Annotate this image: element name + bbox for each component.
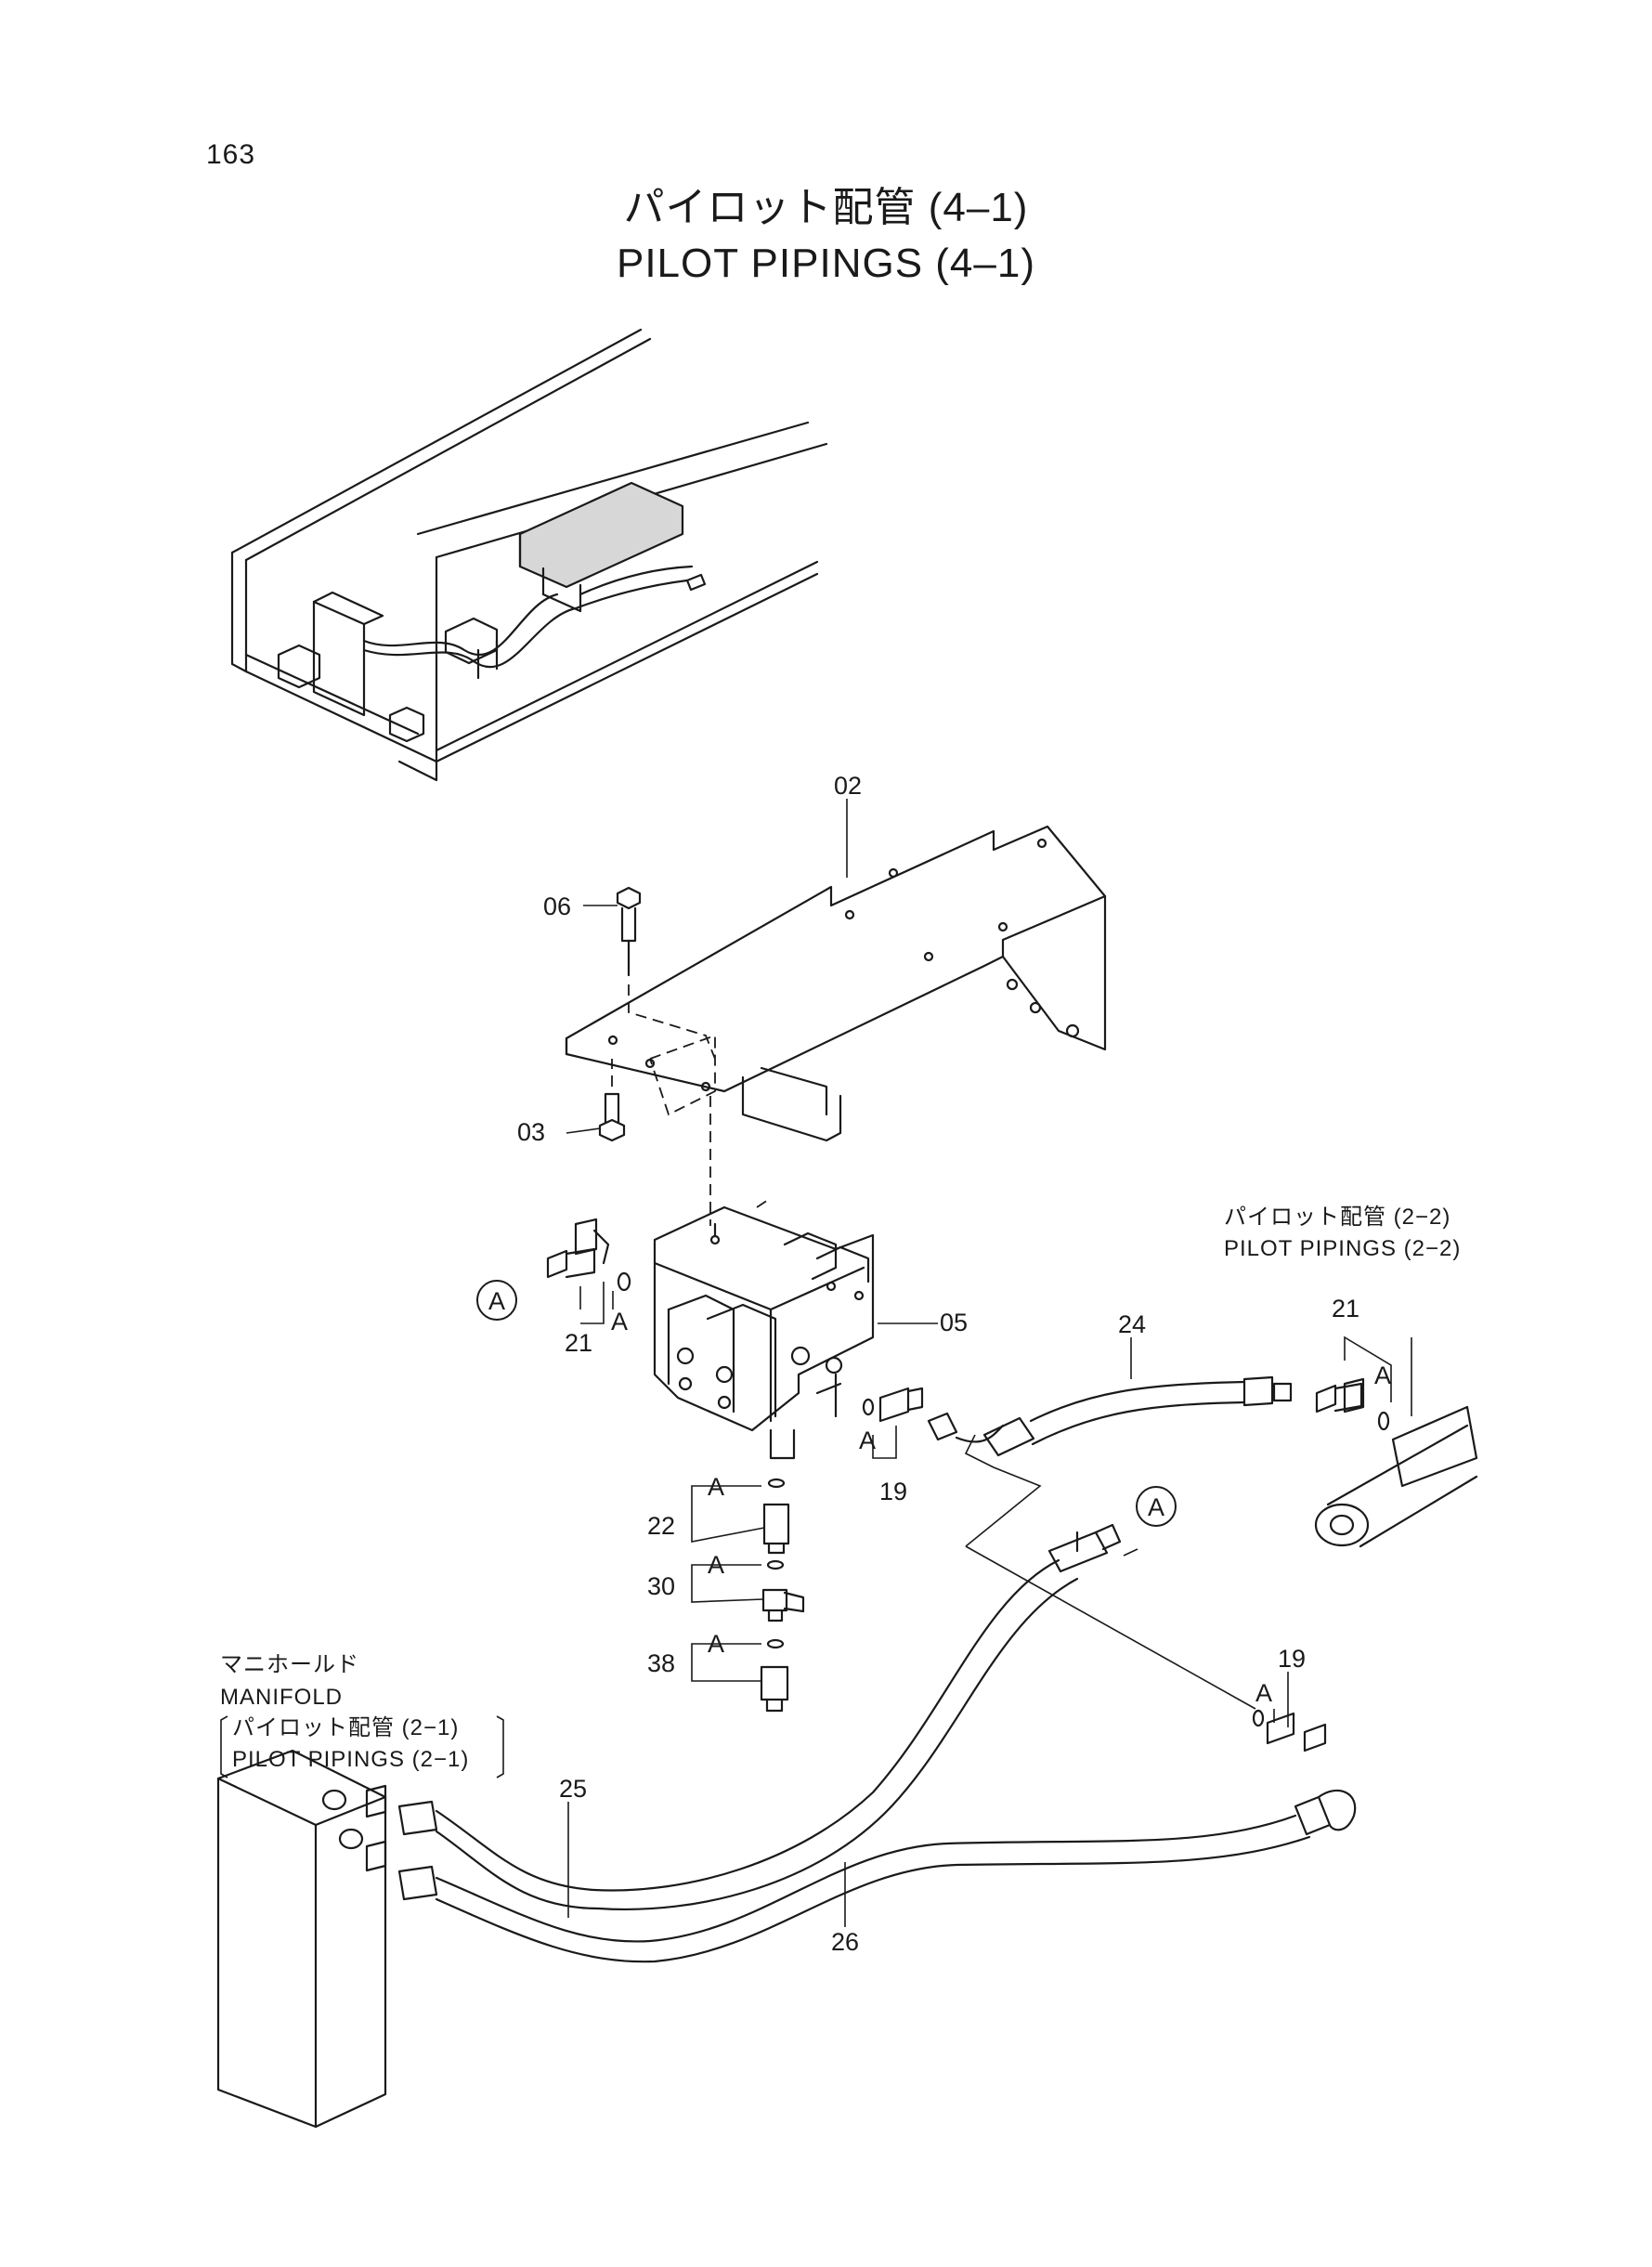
ref-a-38: A bbox=[708, 1630, 724, 1658]
bolt-06 bbox=[616, 886, 642, 977]
adapter-30 bbox=[761, 1559, 805, 1622]
part-label-21-left: 21 bbox=[565, 1329, 592, 1357]
part-label-02: 02 bbox=[834, 772, 862, 800]
ref-a-valve-left: A bbox=[611, 1308, 628, 1335]
part-label-19-valve: 19 bbox=[879, 1478, 907, 1505]
page-title-jp: パイロット配管 (4–1) bbox=[623, 185, 1029, 230]
note-pilot-22-en: PILOT PIPINGS (2−2) bbox=[1224, 1236, 1461, 1261]
note-manifold-en: MANIFOLD bbox=[220, 1685, 343, 1710]
part-label-21-right: 21 bbox=[1332, 1295, 1359, 1322]
note-pilot-21-en: PILOT PIPINGS (2−1) bbox=[232, 1747, 469, 1772]
elbow-fitting-right bbox=[1315, 1377, 1390, 1431]
part-label-26: 26 bbox=[831, 1928, 859, 1956]
overview-frame-drawing bbox=[230, 328, 828, 782]
note-manifold-jp: マニホールド bbox=[220, 1652, 359, 1677]
callout-circle-a-left bbox=[476, 1280, 517, 1321]
page-title-en: PILOT PIPINGS (4–1) bbox=[616, 241, 1035, 286]
part-label-22: 22 bbox=[647, 1512, 675, 1540]
bolt-03 bbox=[598, 1092, 626, 1142]
callout-a-left: A bbox=[488, 1287, 505, 1315]
bracket-plate bbox=[565, 825, 1107, 1142]
valve-block bbox=[653, 1205, 875, 1460]
page-number: 163 bbox=[206, 139, 256, 170]
hose-24 bbox=[927, 1375, 1293, 1457]
ref-a-fitting-19: A bbox=[859, 1427, 876, 1454]
hose-a-coupling bbox=[1047, 1523, 1122, 1573]
adapter-19-valve bbox=[862, 1387, 924, 1423]
callout-circle-a-right bbox=[1136, 1486, 1177, 1527]
ref-a-lower: A bbox=[1255, 1679, 1272, 1707]
part-label-06: 06 bbox=[543, 892, 571, 920]
note-pilot-21-jp: パイロット配管 (2−1) bbox=[232, 1715, 459, 1740]
adapter-22 bbox=[762, 1478, 790, 1555]
note-bracket bbox=[220, 1715, 504, 1778]
part-label-19-lower: 19 bbox=[1278, 1645, 1306, 1673]
hose-25 bbox=[365, 1558, 1079, 1910]
part-label-30: 30 bbox=[647, 1572, 675, 1600]
ref-a-right: A bbox=[1374, 1362, 1391, 1389]
note-pilot-22-jp: パイロット配管 (2−2) bbox=[1224, 1205, 1450, 1230]
ref-a-22: A bbox=[708, 1473, 724, 1501]
adapter-38 bbox=[760, 1638, 789, 1713]
part-label-03: 03 bbox=[517, 1118, 545, 1146]
hose-26 bbox=[365, 1789, 1357, 1963]
callout-a-right: A bbox=[1148, 1493, 1164, 1521]
ref-a-30: A bbox=[708, 1551, 724, 1579]
manifold-block bbox=[216, 1749, 387, 2129]
adapter-19-lower bbox=[1252, 1709, 1327, 1752]
pilot-cylinder-right bbox=[1314, 1405, 1478, 1548]
part-label-24: 24 bbox=[1118, 1310, 1146, 1338]
elbow-fitting-left bbox=[546, 1218, 631, 1292]
part-label-25: 25 bbox=[559, 1775, 587, 1803]
part-label-38: 38 bbox=[647, 1649, 675, 1677]
part-label-05: 05 bbox=[940, 1309, 968, 1336]
